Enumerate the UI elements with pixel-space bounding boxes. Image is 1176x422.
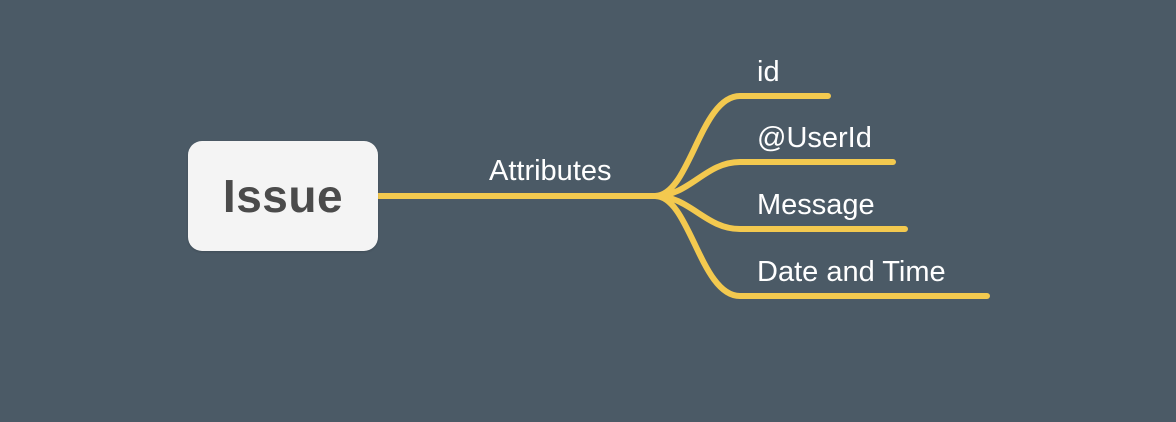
branch-label-attributes[interactable]: Attributes: [489, 155, 612, 187]
connector-to-id: [652, 93, 831, 199]
leaf-label-id[interactable]: id: [757, 56, 780, 88]
root-node-label: Issue: [222, 170, 344, 222]
root-node-issue[interactable]: Issue: [188, 141, 378, 251]
leaf-label-userid[interactable]: @UserId: [757, 122, 872, 154]
connector-to-date-and-time: [652, 193, 990, 299]
leaf-label-message[interactable]: Message: [757, 189, 875, 221]
leaf-label-date-and-time[interactable]: Date and Time: [757, 256, 946, 288]
